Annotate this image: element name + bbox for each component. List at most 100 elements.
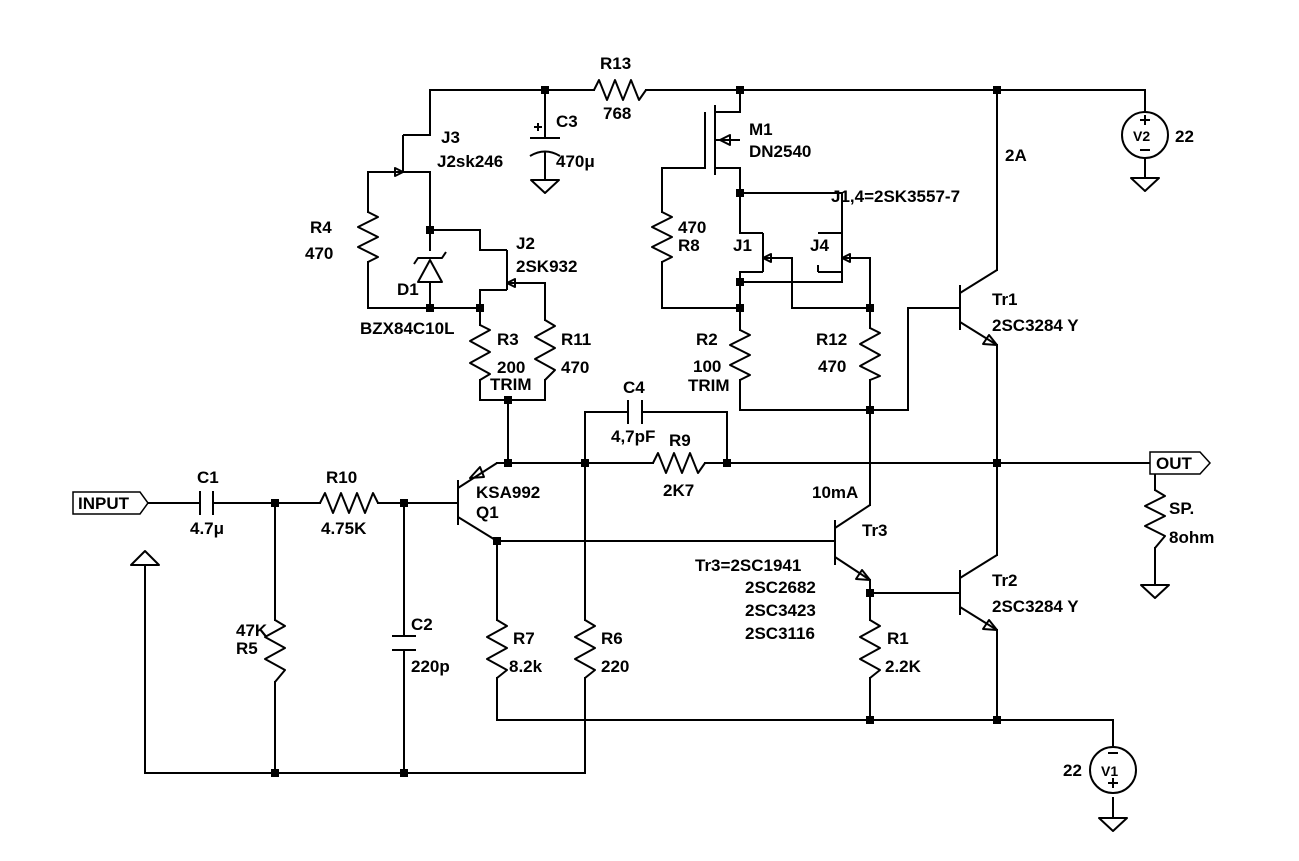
tr3-equiv-3: 2SC3423 [745,601,816,620]
ground-c3 [530,179,560,194]
j4-jfet [817,232,851,273]
r9-resistor [652,452,706,474]
d1-name: D1 [397,280,419,299]
c4-name: C4 [623,378,645,397]
v1-voltage-source [1089,746,1137,794]
c4-capacitor [627,400,643,424]
tr2-value: 2SC3284 Y [992,597,1079,616]
svg-text:OUT: OUT [1156,454,1193,473]
j2-value: 2SK932 [516,257,577,276]
r6-name: R6 [601,629,623,648]
v2-value: 22 [1175,127,1194,146]
c3-value: 470μ [556,152,595,171]
tr3-equiv-1: Tr3=2SC1941 [695,556,801,575]
c3-name: C3 [556,112,578,131]
sp-value: 8ohm [1169,528,1214,547]
m1-value: DN2540 [749,142,811,161]
r8-value: 470 [678,218,706,237]
v2-name: V2 [1133,128,1150,144]
r8-name: R8 [678,236,700,255]
r2-name: R2 [696,330,718,349]
r13-name: R13 [600,54,631,73]
r6-value: 220 [601,657,629,676]
capacitors [199,123,643,651]
transistors [368,105,998,631]
r10-name: R10 [326,468,357,487]
c4-value: 4,7pF [611,427,655,446]
tr3-name: Tr3 [862,521,888,540]
r5-name: R5 [236,639,258,658]
r4-resistor [357,211,379,263]
r7-value: 8.2k [509,657,543,676]
c2-value: 220p [411,657,450,676]
r9-name: R9 [669,431,691,450]
r2-trim: TRIM [688,376,730,395]
r3-value: 200 [497,358,525,377]
j2-name: J2 [516,234,535,253]
j3-value: J2sk246 [437,152,503,171]
q1-value: KSA992 [476,483,540,502]
r10-value: 4.75K [321,519,367,538]
r3-trim: TRIM [490,375,532,394]
r1-resistor [859,619,881,679]
r2-resistor [729,329,751,381]
c2-name: C2 [411,615,433,634]
input-net-label: INPUT [72,491,149,515]
r9-value: 2K7 [663,481,694,500]
ground-symbols [130,177,1170,832]
wires [144,89,1156,819]
svg-text:INPUT: INPUT [78,494,130,513]
j1-jfet [740,232,772,273]
r11-resistor [534,319,556,381]
r13-value: 768 [603,104,631,123]
c2-capacitor [392,635,416,651]
speaker-resistor [1144,489,1166,549]
r1-name: R1 [887,629,909,648]
r2-value: 100 [693,357,721,376]
r8-resistor [651,211,673,263]
m1-name: M1 [749,120,773,139]
q1-name: Q1 [476,503,499,522]
r12-value: 470 [818,357,846,376]
d1-zener-diode [413,251,447,283]
c1-name: C1 [197,468,219,487]
r12-resistor [859,327,881,381]
component-labels: R13 768 C3 470μ J3 J2sk246 M1 DN2540 V2 … [190,54,1214,780]
q1-pnp-transistor [457,462,498,542]
sp-name: SP. [1169,499,1194,518]
r7-resistor [486,619,508,679]
resistors [264,79,1166,683]
r6-resistor [574,619,596,679]
r12-name: R12 [816,330,847,349]
current-2a: 2A [1005,146,1027,165]
m1-mosfet [704,105,740,175]
out-net-label: OUT [1149,451,1212,475]
r5-resistor [264,619,286,683]
r3-resistor [469,324,491,381]
d1-value: BZX84C10L [360,319,454,338]
r11-value: 470 [561,358,589,377]
c3-capacitor [529,123,561,157]
input-return-terminal [130,550,160,566]
j14-note: J1,4=2SK3557-7 [831,187,960,206]
r10-resistor [319,492,379,514]
v2-voltage-source [1121,111,1169,159]
tr2-npn-transistor [959,554,998,631]
r7-name: R7 [513,629,535,648]
r4-value: 470 [305,244,333,263]
r4-name: R4 [310,218,332,237]
tr3-equiv-2: 2SC2682 [745,578,816,597]
ground-v2 [1130,177,1160,192]
r13-resistor [593,79,647,101]
j3-jfet [368,134,430,177]
tr2-name: Tr2 [992,571,1018,590]
tr1-name: Tr1 [992,290,1018,309]
j3-name: J3 [441,128,460,147]
c1-capacitor [199,491,214,515]
ground-v1 [1098,817,1128,832]
current-10ma: 10mA [812,483,858,502]
v1-value: 22 [1063,761,1082,780]
tr1-npn-transistor [959,269,998,346]
tr3-npn-transistor [834,504,871,581]
